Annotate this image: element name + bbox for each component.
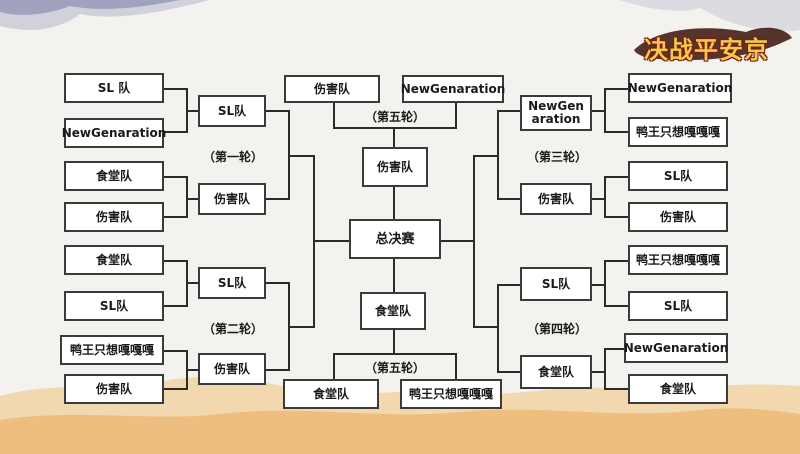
left-winner-3: SL队 (198, 267, 266, 299)
left-team-6: SL队 (64, 291, 164, 321)
right-winner-4: 食堂队 (520, 355, 592, 389)
right-winner-2: 伤害队 (520, 183, 592, 215)
left-team-8: 伤害队 (64, 374, 164, 404)
round-1-label: （第一轮） (202, 150, 263, 164)
round-2-label: （第二轮） (202, 322, 263, 336)
center-top-winner: 伤害队 (362, 147, 428, 187)
left-team-2: NewGenaration (62, 118, 166, 148)
round-5-top-label: （第五轮） (364, 110, 425, 124)
center-bottom-winner: 食堂队 (360, 292, 426, 330)
center-top-team-2: NewGenaration (401, 75, 505, 103)
left-team-7: 鸭王只想嘎嘎嘎 (60, 335, 164, 365)
round-3-label: （第三轮） (526, 150, 587, 164)
center-bottom-team-1: 食堂队 (283, 379, 379, 409)
right-team-8: 食堂队 (628, 374, 728, 404)
right-team-3: SL队 (628, 161, 728, 191)
left-winner-1: SL队 (198, 95, 266, 127)
left-team-4: 伤害队 (64, 202, 164, 232)
final-box: 总决赛 (349, 219, 441, 259)
round-4-label: （第四轮） (526, 322, 587, 336)
left-team-1: SL 队 (64, 73, 164, 103)
right-winner-1: NewGenaration (520, 95, 592, 131)
left-winner-4: 伤害队 (198, 353, 266, 385)
right-team-5: 鸭王只想嘎嘎嘎 (628, 245, 728, 275)
right-team-1: NewGenaration (628, 73, 732, 103)
right-winner-3: SL队 (520, 267, 592, 301)
left-team-3: 食堂队 (64, 161, 164, 191)
game-logo: 决战平安京 (626, 20, 796, 68)
left-team-5: 食堂队 (64, 245, 164, 275)
game-logo-text: 决战平安京 (644, 35, 769, 64)
right-team-4: 伤害队 (628, 202, 728, 232)
right-team-2: 鸭王只想嘎嘎嘎 (628, 117, 728, 147)
right-team-7: NewGenaration (624, 333, 728, 363)
center-bottom-team-2: 鸭王只想嘎嘎嘎 (400, 379, 502, 409)
center-top-team-1: 伤害队 (284, 75, 380, 103)
left-winner-2: 伤害队 (198, 183, 266, 215)
right-team-6: SL队 (628, 291, 728, 321)
round-5-bottom-label: （第五轮） (364, 361, 425, 375)
